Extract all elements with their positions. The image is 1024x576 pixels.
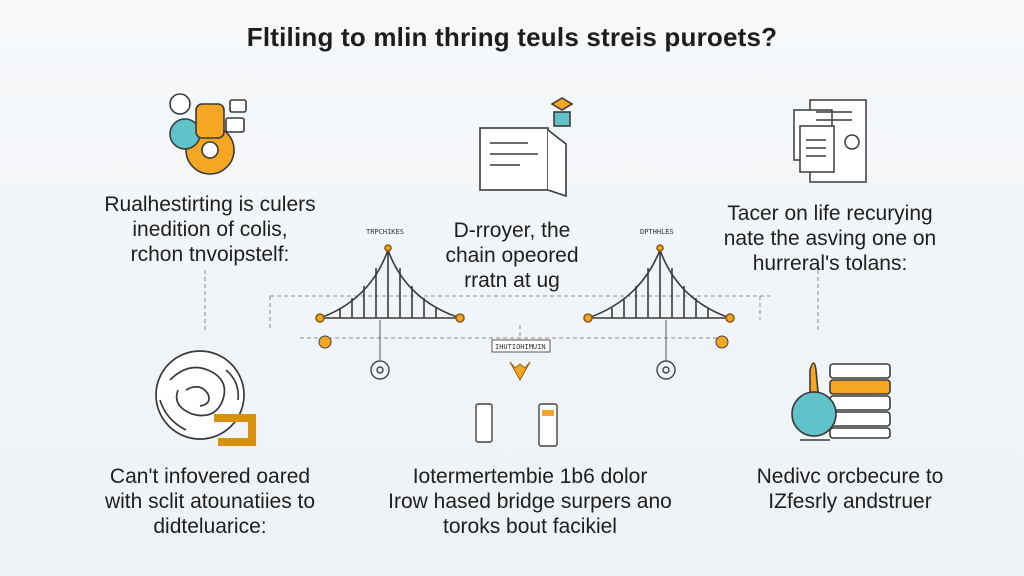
robot-icon bbox=[318, 335, 729, 349]
center-label-box bbox=[491, 339, 551, 353]
caption-top-left: Rualhestirting is culers inedition of co… bbox=[60, 192, 360, 267]
caption-line: Irow hased bridge surpers ano bbox=[388, 490, 672, 513]
caption-line: rchon tnvoipstelf: bbox=[130, 243, 290, 266]
caption-line: hurreral's tolans: bbox=[752, 252, 908, 275]
caption-line: with sclit atounatiies to bbox=[104, 490, 316, 513]
caption-line: Tacer on life recurying bbox=[727, 202, 933, 225]
caption-line: Nedivc orcbecure to bbox=[756, 465, 944, 488]
caption-line: Can't infovered oared bbox=[109, 465, 311, 488]
database-flask-icon bbox=[791, 362, 891, 441]
dashed-connectors bbox=[204, 270, 819, 340]
center-box-label: IHUTIOHIMUIN bbox=[495, 343, 546, 351]
caption-bottom-right: Nedivc orcbecure to IZfesrly andstruer bbox=[700, 464, 1000, 514]
bridge-left-label: TRPCHIKES bbox=[366, 228, 404, 236]
caption-top-right: Tacer on life recurying nate the asving … bbox=[680, 201, 980, 276]
caption-bottom-center: Iotermertembie 1b6 dolor Irow hased brid… bbox=[365, 464, 695, 539]
caption-line: rratn at ug bbox=[464, 269, 560, 292]
bridge-left-icon bbox=[315, 244, 465, 323]
caption-line: D-rroyer, the bbox=[453, 219, 571, 242]
caption-bottom-left: Can't infovered oared with sclit atounat… bbox=[60, 464, 360, 539]
caption-line: toroks bout facikiel bbox=[443, 515, 617, 538]
gears-head-icon bbox=[169, 93, 247, 175]
page-title: Fltiling to mlin thring teuls streis pur… bbox=[246, 22, 778, 52]
bridge-right-label: DPTHHLES bbox=[640, 228, 674, 236]
fox-icon bbox=[509, 361, 531, 382]
caption-line: didteluarice: bbox=[153, 515, 267, 538]
phone-icon bbox=[475, 403, 558, 447]
bridge-right-icon bbox=[583, 244, 735, 323]
documents-icon bbox=[793, 99, 867, 183]
caption-line: Rualhestirting is culers bbox=[104, 193, 316, 216]
caption-line: nate the asving one on bbox=[723, 227, 937, 250]
hanging-lines bbox=[379, 320, 667, 360]
caption-line: IZfesrly andstruer bbox=[768, 490, 932, 513]
caption-line: Iotermertembie 1b6 dolor bbox=[412, 465, 648, 488]
brain-maze-icon bbox=[155, 350, 256, 446]
gear-icon bbox=[370, 360, 676, 380]
caption-top-center: D-rroyer, the chain opeored rratn at ug bbox=[412, 218, 612, 293]
caption-line: inedition of colis, bbox=[132, 218, 288, 241]
caption-line: chain opeored bbox=[445, 244, 579, 267]
laptop-graduation-icon bbox=[479, 97, 574, 198]
